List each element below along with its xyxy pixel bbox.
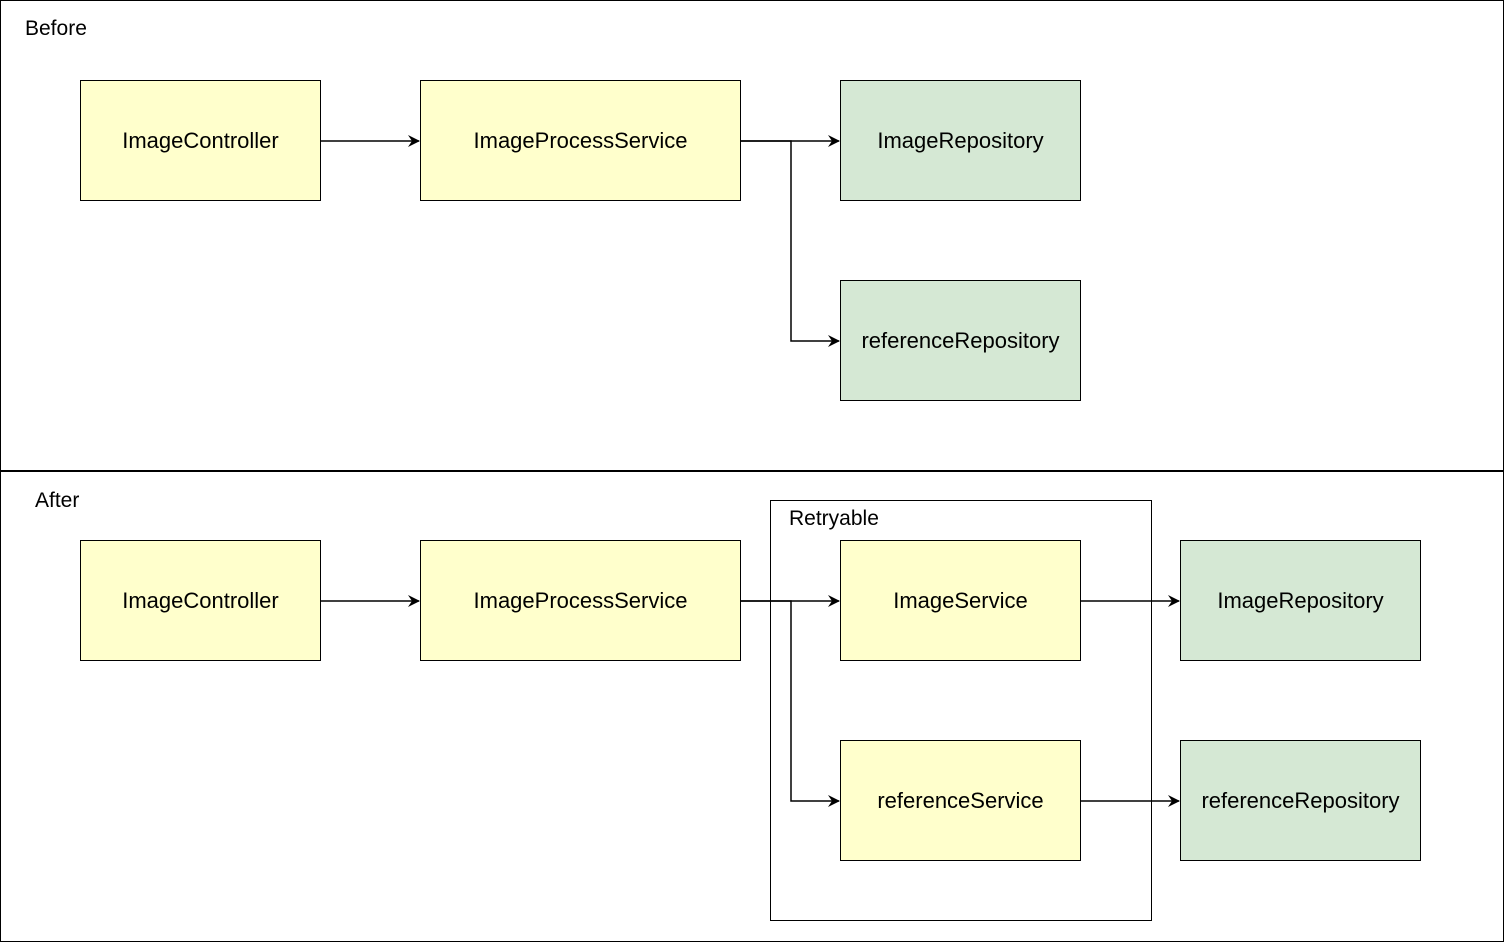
node-label: ImageController xyxy=(122,127,279,153)
retryable-group-label: Retryable xyxy=(789,507,879,530)
before-reference-repository-node[interactable]: referenceRepository xyxy=(840,280,1081,401)
before-image-controller-node[interactable]: ImageController xyxy=(80,80,321,201)
node-label: ImageProcessService xyxy=(473,127,688,153)
node-label: ImageProcessService xyxy=(473,587,688,613)
after-label: After xyxy=(35,489,80,512)
before-panel xyxy=(0,0,1504,472)
before-image-process-service-node[interactable]: ImageProcessService xyxy=(420,80,741,201)
node-label: referenceRepository xyxy=(1201,787,1400,813)
after-reference-service-node[interactable]: referenceService xyxy=(840,740,1081,861)
after-image-repository-node[interactable]: ImageRepository xyxy=(1180,540,1421,661)
after-image-process-service-node[interactable]: ImageProcessService xyxy=(420,540,741,661)
node-label: referenceRepository xyxy=(861,327,1060,353)
node-label: referenceService xyxy=(877,787,1044,813)
node-label: ImageService xyxy=(893,587,1028,613)
after-image-service-node[interactable]: ImageService xyxy=(840,540,1081,661)
node-label: ImageController xyxy=(122,587,279,613)
node-label: ImageRepository xyxy=(877,127,1044,153)
node-label: ImageRepository xyxy=(1217,587,1384,613)
after-reference-repository-node[interactable]: referenceRepository xyxy=(1180,740,1421,861)
after-image-controller-node[interactable]: ImageController xyxy=(80,540,321,661)
before-label: Before xyxy=(25,17,87,40)
before-image-repository-node[interactable]: ImageRepository xyxy=(840,80,1081,201)
